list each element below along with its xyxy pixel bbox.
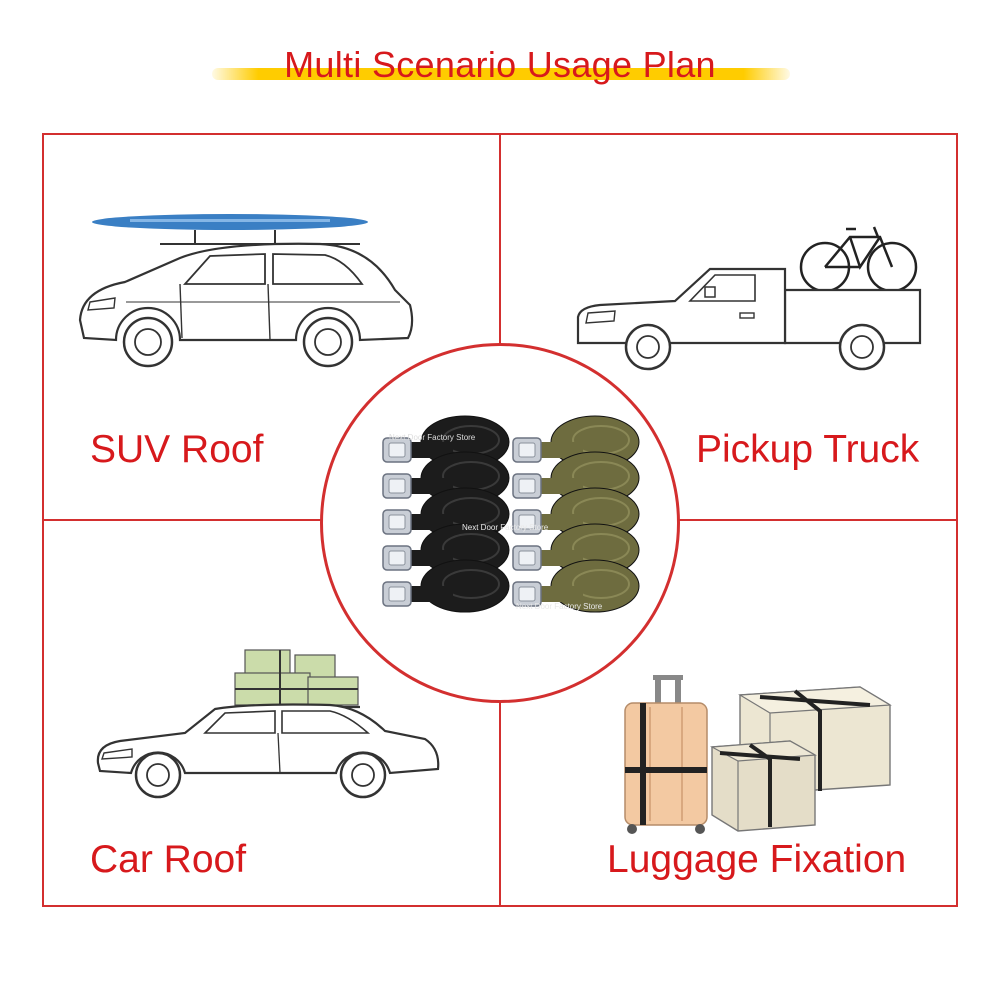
cam-buckle-straps <box>382 415 640 613</box>
watermark-text: Next Door Factory Store <box>389 433 476 442</box>
watermark-text: Next Door Factory Store <box>516 602 603 611</box>
pickup-with-bike-illustration <box>576 226 922 371</box>
scenario-label-pickup: Pickup Truck <box>696 428 920 471</box>
scenario-label-suv: SUV Roof <box>90 428 264 471</box>
product-showcase-circle <box>320 343 680 703</box>
suv-with-surfboard-illustration <box>78 214 414 368</box>
bicycle <box>799 226 918 293</box>
sedan-with-boxes-illustration <box>96 649 440 799</box>
strap-black <box>382 559 510 613</box>
small-box <box>709 740 818 832</box>
luggage-strapped-illustration <box>624 675 892 834</box>
scenario-label-car: Car Roof <box>90 838 247 881</box>
scenario-label-luggage: Luggage Fixation <box>607 838 907 881</box>
cargo-box <box>307 676 359 706</box>
strap-green <box>512 559 640 613</box>
title-highlight <box>212 68 790 80</box>
page-title: Multi Scenario Usage Plan <box>284 44 716 85</box>
suitcase <box>624 675 708 834</box>
watermark-text: Next Door Factory Store <box>462 523 549 532</box>
